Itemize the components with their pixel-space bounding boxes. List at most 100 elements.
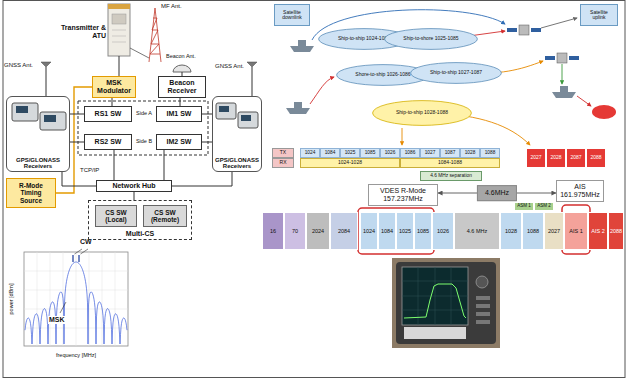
gnss-receiver-unit — [12, 103, 258, 130]
gnss-antenna — [247, 62, 257, 67]
channel-strip-cell: 1084 — [378, 212, 396, 250]
oval-outline — [411, 63, 502, 84]
node-text: GPS/GLONASS Receivers — [215, 157, 259, 170]
modulator-box: MSK Modulator — [92, 76, 136, 98]
connector — [202, 142, 212, 143]
ship-icon — [290, 46, 314, 52]
frequency-box: AIS 161.975MHz — [556, 180, 604, 202]
channel-cell: 1028 — [460, 148, 480, 158]
satellite-icon — [507, 28, 517, 32]
table-cell: RX — [272, 158, 294, 168]
channel-strip-cell: 1088 — [522, 212, 544, 250]
connector — [202, 114, 212, 115]
connector — [112, 98, 113, 106]
ship-icon — [552, 92, 576, 98]
satellite-icon — [507, 25, 579, 63]
note-box: 4.6 MHz separation — [420, 171, 482, 181]
ship-icon — [286, 108, 310, 114]
spectrum-plot — [73, 255, 79, 262]
channel-cell: 1085 — [360, 148, 380, 158]
transmitter-cabinet — [108, 4, 130, 76]
channel-cell: 1024 — [300, 148, 320, 158]
channel-strip-cell: AIS 1 — [564, 212, 588, 250]
channel-strip-cell: ASM 1 — [514, 202, 534, 211]
equipment-label: Transmitter & ATU — [60, 24, 106, 39]
ship-icon — [294, 102, 302, 108]
receiver-box: Beacon Receiver — [158, 76, 206, 98]
node-text: Network Hub — [112, 182, 155, 190]
node-text: Multi-CS — [126, 230, 154, 238]
spectrum-analyzer-photo — [402, 267, 468, 325]
channel-strip-cell: 1028 — [500, 212, 522, 250]
channel-cell: 2027 — [526, 148, 546, 168]
control-software-box: CS SW (Local) — [95, 205, 137, 227]
spectrum-plot — [25, 262, 127, 344]
channel-cell: 1027 — [420, 148, 440, 158]
antenna-label: GNSS Ant. — [208, 63, 244, 70]
gnss-receiver-unit — [12, 103, 38, 121]
channel-cell: 1024-1028 — [300, 158, 400, 168]
connector — [134, 192, 135, 200]
channel-strip-cell: 4.6 MHz — [454, 212, 500, 250]
oval-outline — [373, 101, 472, 126]
spectrum-analyzer-photo — [476, 320, 490, 324]
channel-cell: 1026 — [380, 148, 400, 158]
gnss-antenna — [252, 67, 253, 96]
control-station-group: Multi-CS CS SW (Local) CS SW (Remote) — [88, 200, 192, 240]
signal-label: MSK — [48, 316, 66, 324]
spectrum-plot — [24, 252, 128, 346]
connector-layer — [56, 87, 556, 200]
channel-cell: 1084-1088 — [400, 158, 500, 168]
coverage-marker — [592, 105, 616, 119]
channel-cell: 1084 — [320, 148, 340, 158]
link-arrow — [310, 10, 591, 145]
gnss-receiver-unit — [219, 106, 229, 112]
link-box: Satellite downlink — [274, 4, 310, 26]
channel-highlight — [358, 205, 590, 254]
spectrum-analyzer-photo — [476, 296, 490, 300]
channel-strip-cell: 2024 — [306, 212, 330, 250]
receiver-group: GPS/GLONASS Receivers — [6, 96, 70, 172]
spectrum-analyzer-photo — [404, 284, 466, 318]
channel-highlight — [562, 205, 590, 254]
spectrum-plot — [24, 249, 128, 346]
timing-source-box: R-Mode Timing Source — [6, 178, 56, 208]
channel-strip-cell: 1025 — [396, 212, 414, 250]
node-text: CS SW (Remote) — [146, 209, 184, 223]
beacon-antenna — [173, 65, 191, 76]
node-text: RS1 SW — [95, 110, 122, 118]
connector — [114, 150, 115, 180]
antenna-label: MF Ant. — [161, 3, 182, 10]
link-box: Satellite uplink — [580, 4, 618, 26]
connector — [70, 142, 84, 143]
spectrum-analyzer-photo — [476, 276, 488, 288]
gnss-receiver-unit — [40, 112, 66, 130]
connector — [70, 114, 84, 115]
channel-strip-cell: 2088 — [608, 212, 624, 250]
ship-icon — [298, 40, 306, 46]
receiver-group: GPS/GLONASS Receivers — [212, 96, 262, 172]
transmitter-cabinet — [108, 4, 130, 9]
spectrum-analyzer-photo — [392, 258, 500, 348]
node-text: AIS 161.975MHz — [559, 183, 601, 198]
node-text: GPS/GLONASS Receivers — [9, 157, 67, 170]
antenna-label: GNSS Ant. — [4, 62, 38, 69]
transmitter-cabinet — [112, 30, 126, 31]
spectrum-analyzer-photo — [404, 327, 466, 339]
table-cell: TX — [272, 148, 294, 158]
switch-group-outline — [78, 101, 208, 155]
spectrum-plot — [24, 252, 128, 346]
spectrum-analyzer-photo — [476, 304, 490, 308]
node-text: R-Mode Timing Source — [9, 182, 53, 203]
gnss-antenna — [46, 67, 47, 96]
node-text: IM2 SW — [167, 138, 192, 146]
link-oval: Ship-to-ship 1027-1087 — [410, 62, 502, 84]
satellite-icon — [531, 28, 541, 32]
frame — [3, 1, 625, 378]
connector — [62, 172, 96, 186]
gnss-receiver-unit — [238, 112, 258, 128]
ship-icon — [560, 86, 568, 92]
channel-cell: 1025 — [340, 148, 360, 158]
